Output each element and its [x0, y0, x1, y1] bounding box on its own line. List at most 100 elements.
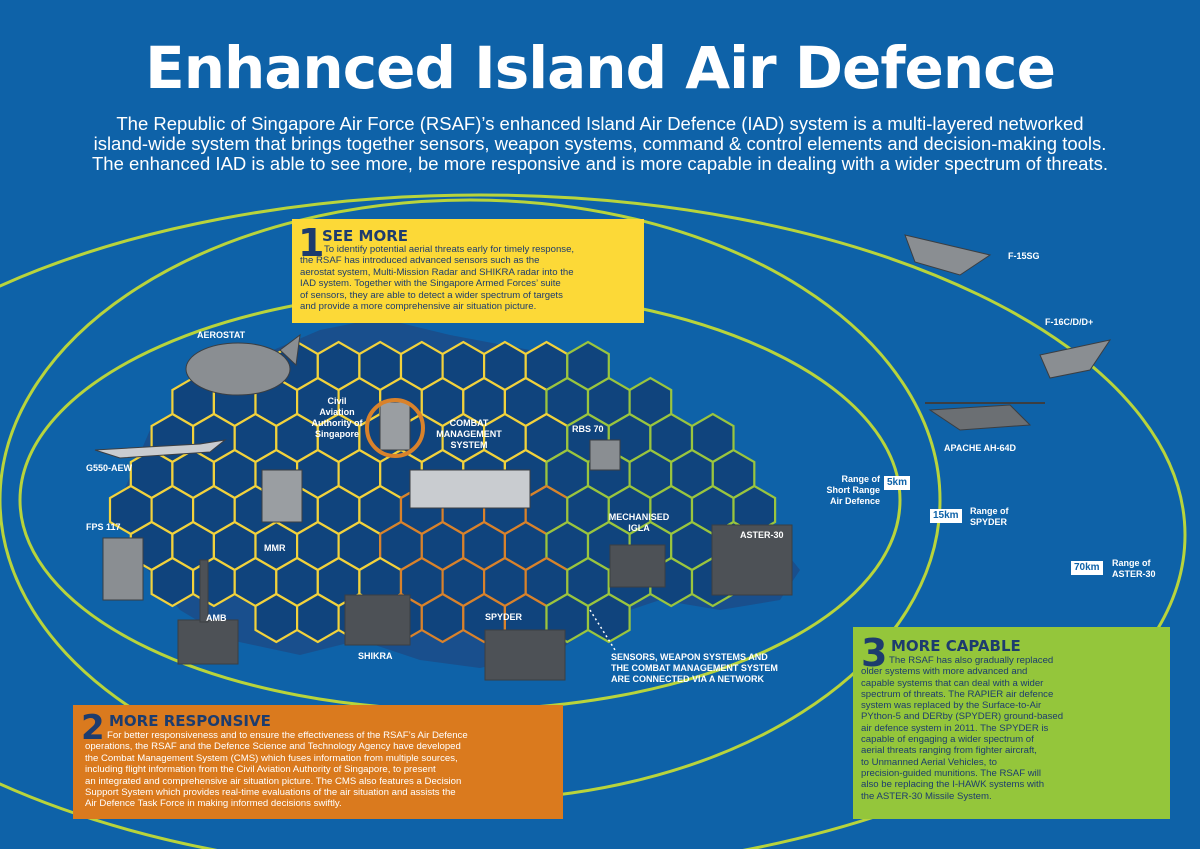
spyder-label: SPYDER: [485, 612, 523, 622]
caas-label-line: Civil: [327, 396, 347, 406]
network-caption: SENSORS, WEAPON SYSTEMS AND THE COMBAT M…: [611, 652, 778, 685]
body-line: precision-guided munitions. The RSAF wil…: [861, 767, 1042, 779]
section-heading: MORE CAPABLE: [891, 637, 1021, 655]
f16-label: F-16C/D/D+: [1045, 317, 1094, 327]
range-aster-badge: 70km: [1071, 561, 1103, 575]
cms-label-line: MANAGEMENT: [436, 429, 502, 439]
hex-cell: [150, 556, 195, 608]
cms-label-line: SYSTEM: [450, 440, 488, 450]
fps117-label: FPS 117: [86, 522, 121, 532]
range-caption-line: Range of: [1112, 558, 1151, 568]
range-spyder-badge: 15km: [930, 509, 962, 523]
intro-paragraph: The Republic of Singapore Air Force (RSA…: [40, 114, 1160, 174]
hex-cell: [586, 592, 631, 644]
range-caption-line: SPYDER: [970, 517, 1008, 527]
amb-mast-graphic: [199, 559, 209, 623]
body-line: system was replaced by the Surface-to-Ai…: [861, 700, 1042, 712]
caas-label-line: Aviation: [319, 407, 355, 417]
body-line: capable systems that can deal with a wid…: [861, 677, 1044, 689]
body-line: Air Defence Task Force in making informe…: [85, 798, 342, 810]
body-line: aerial threats ranging from fighter airc…: [861, 745, 1037, 757]
section-number: 2: [81, 708, 105, 748]
section-heading: MORE RESPONSIVE: [109, 712, 271, 730]
more-responsive-panel: 2 MORE RESPONSIVE For better responsiven…: [73, 705, 563, 819]
shikra-label: SHIKRA: [358, 651, 393, 661]
body-line: of sensors, they are able to detect a wi…: [300, 289, 563, 301]
intro-line: The Republic of Singapore Air Force (RSA…: [116, 113, 1084, 134]
body-line: an integrated and comprehensive air situ…: [85, 775, 462, 787]
hex-cell: [420, 592, 465, 644]
igla-vehicle-graphic: [609, 544, 666, 588]
g550-aircraft-graphic: [94, 439, 227, 459]
caas-label-line: Singapore: [314, 429, 359, 439]
igla-label-line: MECHANISED: [608, 512, 670, 522]
equipment-graphics: [94, 234, 1112, 681]
amb-label: AMB: [206, 613, 227, 623]
caas-building-ring: [365, 398, 425, 458]
fps117-radar-graphic: [102, 537, 144, 601]
body-line: the Combat Management System (CMS) which…: [85, 752, 458, 764]
apache-label: APACHE AH-64D: [944, 443, 1017, 453]
section-body: For better responsiveness and to ensure …: [85, 730, 468, 810]
hex-cell: [296, 592, 340, 644]
body-line: operations, the RSAF and the Defence Sci…: [85, 741, 461, 753]
range-caption-line: Range of: [841, 474, 880, 484]
section-number: 3: [861, 631, 888, 675]
range-short-caption: Range of Short Range Air Defence: [810, 474, 880, 507]
section-heading: SEE MORE: [322, 227, 408, 245]
page-title: Enhanced Island Air Defence: [145, 34, 1056, 102]
network-caption-line: ARE CONNECTED VIA A NETWORK: [611, 674, 764, 684]
ring-70km: [0, 193, 1187, 849]
aster30-launcher-graphic: [711, 524, 793, 596]
range-short-badge: 5km: [884, 476, 911, 490]
section-body: To identify potential aerial threats ear…: [300, 244, 574, 312]
body-line: to Unmanned Aerial Vehicles, to: [861, 756, 997, 768]
range-spyder-caption: Range of SPYDER: [970, 506, 1009, 528]
body-line: spectrum of threats. The RAPIER air defe…: [861, 688, 1054, 700]
body-line: The RSAF has also gradually replaced: [889, 655, 1054, 666]
body-line: the ASTER-30 Missile System.: [861, 790, 992, 802]
igla-label-line: IGLA: [628, 523, 650, 533]
section-body: The RSAF has also gradually replaced old…: [861, 655, 1063, 802]
amb-truck-graphic: [177, 619, 239, 665]
body-line: also be replacing the I-HAWK systems wit…: [861, 779, 1045, 791]
body-line: and provide a more comprehensive air sit…: [300, 301, 537, 313]
cms-label-line: COMBAT: [449, 418, 489, 428]
body-line: including flight information from the Ci…: [85, 764, 436, 776]
body-line: Support System which provides real-time …: [85, 787, 456, 799]
aerostat-fin: [279, 333, 301, 367]
aerostat-graphic: [185, 342, 291, 396]
more-capable-panel: 3 MORE CAPABLE The RSAF has also gradual…: [853, 627, 1170, 819]
body-line: To identify potential aerial threats ear…: [324, 244, 575, 255]
spyder-truck-graphic: [484, 629, 566, 681]
body-line: aerostat system, Multi-Mission Radar and…: [300, 266, 574, 278]
shikra-truck-graphic: [344, 594, 411, 646]
see-more-panel: 1 SEE MORE To identify potential aerial …: [292, 219, 644, 323]
cms-label: COMBAT MANAGEMENT SYSTEM: [430, 418, 508, 451]
body-line: air defence system in 2011. The SPYDER i…: [861, 722, 1049, 734]
range-caption-line: ASTER-30: [1112, 569, 1156, 579]
network-caption-line: THE COMBAT MANAGEMENT SYSTEM: [611, 663, 778, 673]
f16-aircraft-graphic: [1039, 339, 1112, 379]
body-line: IAD system. Together with the Singapore …: [300, 278, 561, 290]
apache-helicopter-graphic: [928, 404, 1032, 431]
network-caption-line: SENSORS, WEAPON SYSTEMS AND: [611, 652, 768, 662]
range-caption-line: Air Defence: [829, 496, 880, 506]
mmr-label: MMR: [264, 543, 286, 553]
range-aster-caption: Range of ASTER-30: [1112, 558, 1156, 580]
body-line: PYthon-5 and DERby (SPYDER) ground-based: [861, 711, 1064, 723]
f15-aircraft-graphic: [904, 234, 992, 276]
mmr-radar-graphic: [261, 469, 303, 523]
f15-label: F-15SG: [1008, 251, 1040, 261]
cms-console-graphic: [409, 469, 531, 509]
aerostat-label: AEROSTAT: [197, 330, 246, 340]
caas-label-line: Authority of: [311, 418, 363, 428]
intro-line: island-wide system that brings together …: [93, 133, 1107, 154]
rbs70-label: RBS 70: [572, 424, 604, 434]
caas-building-graphic: [379, 401, 411, 451]
caas-label: Civil Aviation Authority of Singapore: [302, 396, 372, 440]
body-line: the RSAF has introduced advanced sensors…: [300, 255, 540, 267]
rbs70-launcher-graphic: [589, 439, 621, 471]
